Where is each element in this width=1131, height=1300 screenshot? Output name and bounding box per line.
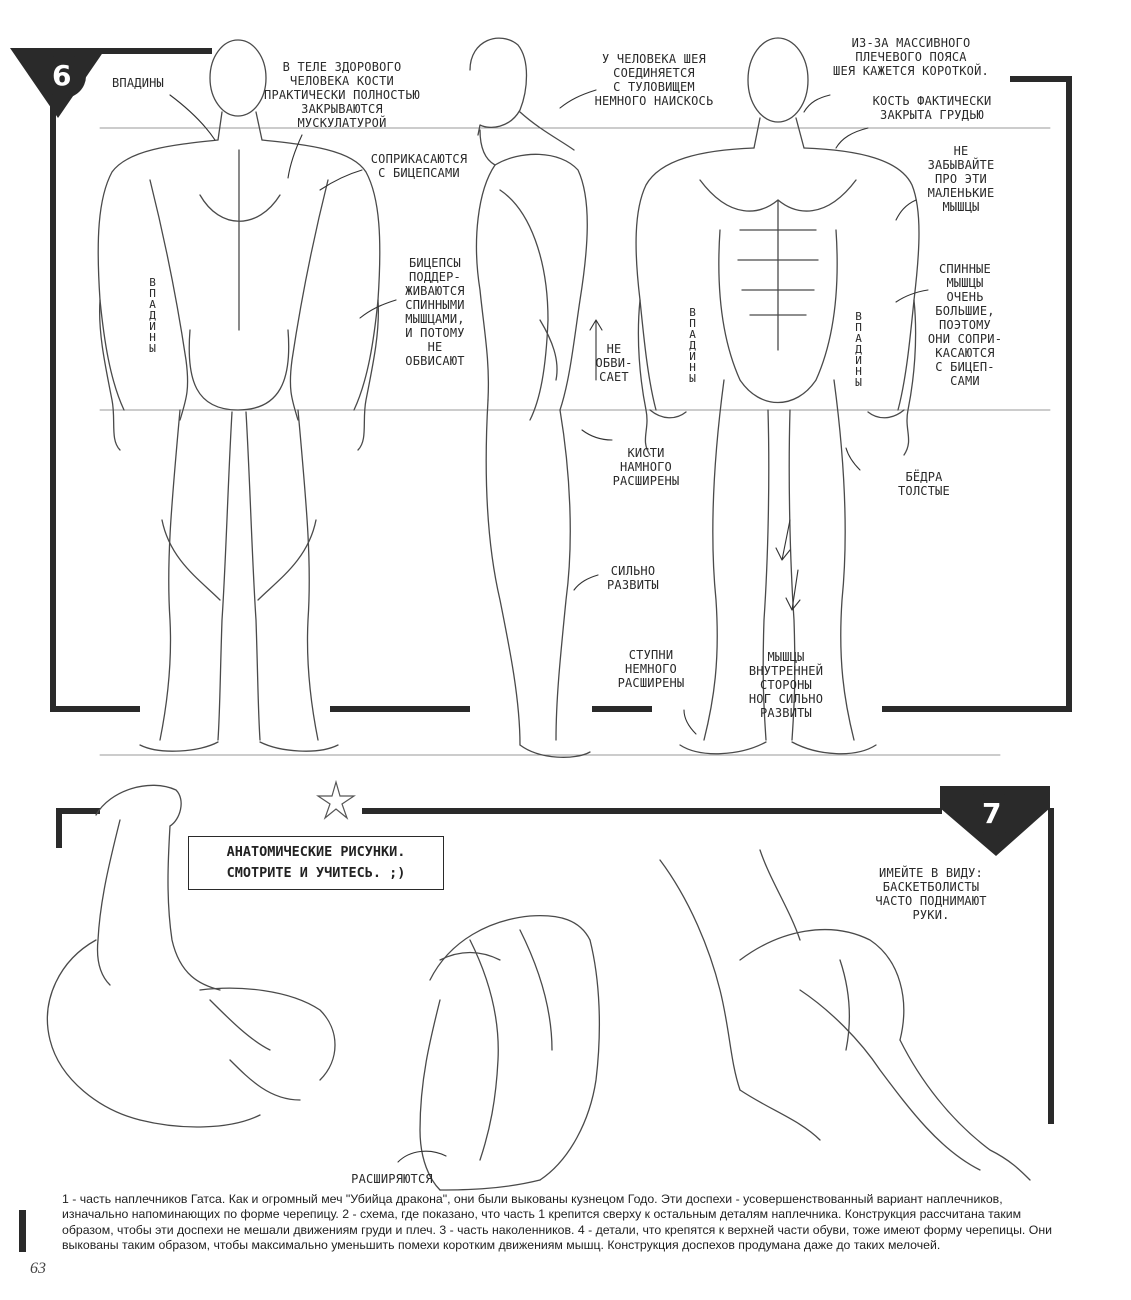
frame-7-left bbox=[56, 808, 62, 848]
section-7-number: 7 bbox=[982, 797, 1002, 830]
star-icon bbox=[316, 779, 356, 820]
frame-7-left-top bbox=[56, 808, 100, 814]
note-expand: РАСШИРЯЮТСЯ bbox=[351, 1172, 433, 1186]
note-touch-biceps: СОПРИКАСАЮТСЯ С БИЦЕПСАМИ bbox=[370, 152, 468, 180]
frame-6-top-right bbox=[1010, 76, 1072, 82]
shoulder-sketch-middle bbox=[419, 914, 600, 1191]
annotation-arrows-6 bbox=[169, 89, 929, 735]
caption-text: 1 - часть наплечников Гатса. Как и огром… bbox=[62, 1192, 1052, 1253]
note-neck-angle: У ЧЕЛОВЕКА ШЕЯ СОЕДИНЯЕТСЯ С ТУЛОВИЩЕМ Н… bbox=[594, 52, 714, 108]
note-thighs-thick: БЁДРА ТОЛСТЫЕ bbox=[898, 470, 950, 498]
note-hands-wide: КИСТИ НАМНОГО РАСШИРЕНЫ bbox=[612, 446, 680, 488]
section-7-badge: 7 bbox=[940, 786, 1050, 858]
caption-bar bbox=[19, 1210, 26, 1252]
frame-6-top bbox=[98, 48, 212, 54]
frame-6-bottom-d bbox=[882, 706, 1072, 712]
note-back-muscles-big: СПИННЫЕ МЫШЦЫ ОЧЕНЬ БОЛЬШИЕ, ПОЭТОМУ ОНИ… bbox=[927, 262, 1003, 388]
note-vpadiny-top: ВПАДИНЫ bbox=[112, 76, 164, 90]
frame-6-bottom-a bbox=[50, 706, 140, 712]
figure-side-view bbox=[469, 37, 591, 758]
note-vpadiny-front-right: ВПАДИНЫ bbox=[852, 309, 865, 387]
note-bones-covered: В ТЕЛЕ ЗДОРОВОГО ЧЕЛОВЕКА КОСТИ ПРАКТИЧЕ… bbox=[264, 60, 420, 130]
note-not-sag: НЕ ОБВИ- САЕТ bbox=[595, 342, 633, 384]
note-inner-leg: МЫШЦЫ ВНУТРЕННЕЙ СТОРОНЫ НОГ СИЛЬНО РАЗВ… bbox=[748, 650, 824, 720]
note-vpadiny-front-left: ВПАДИНЫ bbox=[686, 305, 699, 383]
note-shoulder-belt: ИЗ-ЗА МАССИВНОГО ПЛЕЧЕВОГО ПОЯСА ШЕЯ КАЖ… bbox=[833, 36, 989, 78]
note-vpadiny-back: ВПАДИНЫ bbox=[146, 275, 159, 353]
arm-sketch-flexed bbox=[46, 784, 336, 1128]
callout-anatomical-drawings: АНАТОМИЧЕСКИЕ РИСУНКИ. СМОТРИТЕ И УЧИТЕС… bbox=[188, 836, 444, 890]
section-6-badge-shape bbox=[10, 48, 106, 118]
note-biceps-supported: БИЦЕПСЫ ПОДДЕР- ЖИВАЮТСЯ СПИННЫМИ МЫШЦАМ… bbox=[405, 256, 465, 368]
note-basketball: ИМЕЙТЕ В ВИДУ: БАСКЕТБОЛИСТЫ ЧАСТО ПОДНИ… bbox=[875, 866, 987, 922]
frame-7-right bbox=[1048, 808, 1054, 1124]
frame-6-bottom-b bbox=[330, 706, 470, 712]
raised-arm-sketch bbox=[659, 849, 1031, 1181]
note-strongly-developed: СИЛЬНО РАЗВИТЫ bbox=[607, 564, 659, 592]
frame-6-right bbox=[1066, 76, 1072, 712]
note-feet-wide: СТУПНИ НЕМНОГО РАСШИРЕНЫ bbox=[617, 648, 685, 690]
arrow-expand bbox=[397, 1150, 447, 1163]
section-7-badge-shape bbox=[940, 786, 1050, 856]
section-6-badge: 6 bbox=[10, 48, 106, 120]
frame-7-top bbox=[362, 808, 942, 814]
section-6-number: 6 bbox=[52, 59, 72, 92]
page-number: 63 bbox=[30, 1260, 46, 1277]
figure-front-view bbox=[635, 37, 920, 755]
frame-6-left bbox=[50, 100, 56, 712]
note-small-muscles: НЕ ЗАБЫВАЙТЕ ПРО ЭТИ МАЛЕНЬКИЕ МЫШЦЫ bbox=[927, 144, 995, 214]
note-bone-chest: КОСТЬ ФАКТИЧЕСКИ ЗАКРЫТА ГРУДЬЮ bbox=[872, 94, 992, 122]
figure-back-view bbox=[97, 39, 381, 752]
frame-6-bottom-c bbox=[592, 706, 652, 712]
